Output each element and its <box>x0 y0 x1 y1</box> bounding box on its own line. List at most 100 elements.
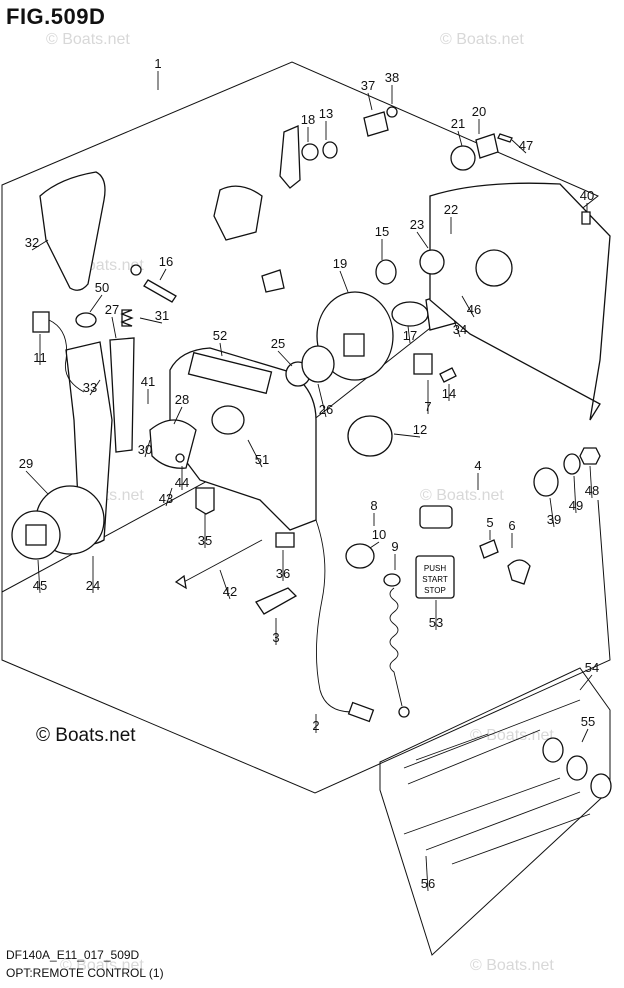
part-9-lanyard-end <box>398 706 410 718</box>
callout-53: 53 <box>429 615 443 630</box>
part-37-link <box>363 111 389 137</box>
callout-51: 51 <box>255 452 269 467</box>
part-36-block <box>275 532 295 548</box>
part-54-rod-2 <box>407 729 541 785</box>
callout-42: 42 <box>223 584 237 599</box>
part-51-housing-port <box>211 405 245 435</box>
callout-22: 22 <box>444 202 458 217</box>
callout-54: 54 <box>585 660 599 675</box>
callout-leader-33 <box>89 379 101 396</box>
callout-5: 5 <box>486 515 493 530</box>
optional-parts-box <box>379 667 611 956</box>
callout-7: 7 <box>424 399 431 414</box>
callout-leader-17 <box>407 325 411 344</box>
callout-20: 20 <box>472 104 486 119</box>
part-6-key-fob <box>507 559 531 585</box>
callout-leader-47 <box>511 139 527 154</box>
callout-leader-10 <box>369 541 380 549</box>
part-42-screw <box>179 539 263 585</box>
watermark-text: © Boats.net <box>420 487 504 504</box>
part-19-cam-hole <box>343 333 365 357</box>
part-13-washer <box>322 141 338 159</box>
part-15-detent <box>375 259 397 285</box>
callout-43: 43 <box>159 491 173 506</box>
part-50-washer <box>75 312 97 328</box>
callout-leader-43 <box>165 487 173 507</box>
callout-12: 12 <box>413 422 427 437</box>
callout-18: 18 <box>301 112 315 127</box>
callout-leader-45 <box>37 559 41 594</box>
callout-leader-21 <box>457 130 463 147</box>
part-10-stop-switch <box>345 543 375 569</box>
callout-27: 27 <box>105 302 119 317</box>
callout-46: 46 <box>467 302 481 317</box>
callout-2: 2 <box>312 718 319 733</box>
part-49-washer <box>563 453 581 475</box>
part-7-switch <box>413 353 433 375</box>
callout-leader-52 <box>219 342 223 357</box>
callout-47: 47 <box>519 138 533 153</box>
callout-50: 50 <box>95 280 109 295</box>
part-42-screw-head <box>174 574 187 590</box>
callout-4: 4 <box>474 458 481 473</box>
watermark-text: © Boats.net <box>60 957 144 974</box>
callout-10: 10 <box>372 527 386 542</box>
callout-9: 9 <box>391 539 398 554</box>
part-55-spacer-1 <box>542 737 564 763</box>
callout-leader-46 <box>461 295 475 318</box>
callout-leader-42 <box>219 569 231 600</box>
part-31-spring <box>120 309 134 327</box>
callout-52: 52 <box>213 328 227 343</box>
callout-24: 24 <box>86 578 100 593</box>
part-56-bolt-1 <box>403 777 561 835</box>
callout-leader-54 <box>579 674 593 691</box>
callout-36: 36 <box>276 566 290 581</box>
part-18-lever <box>279 125 301 189</box>
watermark-text: © Boats.net <box>470 727 554 744</box>
callout-32: 32 <box>25 235 39 250</box>
part-23-grommet <box>419 249 445 275</box>
start-label: START <box>422 575 448 584</box>
callout-leader-29 <box>25 470 49 495</box>
callout-leader-12 <box>393 433 421 438</box>
callout-leader-23 <box>416 231 429 249</box>
figure-caption: OPT:REMOTE CONTROL (1) <box>6 966 164 980</box>
part-54-rod-3 <box>415 733 489 761</box>
callout-leader-25 <box>277 350 293 367</box>
callout-48: 48 <box>585 483 599 498</box>
callout-13: 13 <box>319 106 333 121</box>
part-12-buzzer <box>347 415 393 457</box>
part-21-seal <box>450 145 476 171</box>
watermark-text: © Boats.net <box>440 31 524 48</box>
callout-41: 41 <box>141 374 155 389</box>
part-20-plate <box>475 133 499 159</box>
callout-30: 30 <box>138 442 152 457</box>
part-28-gear <box>149 419 197 469</box>
part-55-spacer-3 <box>590 773 612 799</box>
part-47-screw <box>497 133 513 143</box>
assembly-outline-lower <box>1 499 611 794</box>
callout-leader-31 <box>139 317 163 324</box>
stop-label: STOP <box>424 586 446 595</box>
part-5-key <box>479 539 499 559</box>
part-32-handle-grip <box>39 171 106 291</box>
part-40-bolt <box>581 211 591 225</box>
callout-leader-39 <box>549 497 555 528</box>
callout-leader-51 <box>247 439 263 468</box>
callout-44: 44 <box>175 475 189 490</box>
callout-leader-56 <box>425 855 429 892</box>
figure-code: DF140A_E11_017_509D <box>6 948 140 962</box>
callout-21: 21 <box>451 116 465 131</box>
callout-55: 55 <box>581 714 595 729</box>
callout-leader-30 <box>144 439 151 458</box>
callout-34: 34 <box>453 322 467 337</box>
callout-29: 29 <box>19 456 33 471</box>
part-37-link-mid <box>261 269 285 293</box>
callout-leader-32 <box>31 239 49 251</box>
part-54-rod-1 <box>403 699 581 769</box>
part-38-clip <box>130 264 142 276</box>
callout-leader-50 <box>89 294 103 313</box>
